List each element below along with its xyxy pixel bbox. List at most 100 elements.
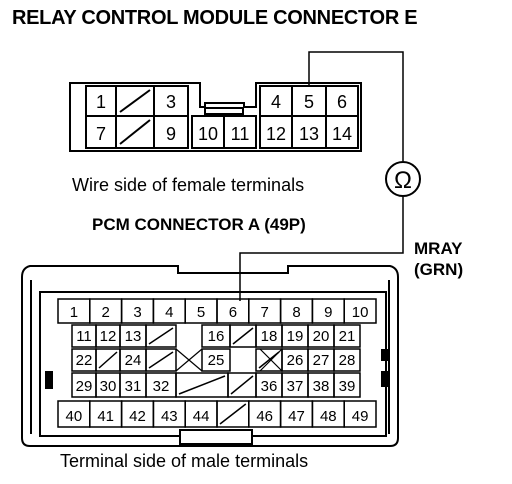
pcm-terminal-8: 8 bbox=[292, 304, 300, 321]
pcm-terminal-11: 11 bbox=[76, 328, 92, 345]
relay-terminal-3: 3 bbox=[166, 92, 176, 112]
pcm-terminal-41: 41 bbox=[97, 408, 114, 425]
pcm-terminal-49: 49 bbox=[352, 408, 369, 425]
pcm-terminal-32: 32 bbox=[153, 378, 170, 395]
blank-cell-slash bbox=[148, 327, 174, 345]
pcm-cell bbox=[333, 324, 361, 348]
blank-region-cross bbox=[175, 348, 203, 372]
pcm-terminal-26: 26 bbox=[287, 352, 304, 369]
pcm-cell bbox=[343, 298, 377, 324]
pcm-terminal-29: 29 bbox=[76, 378, 93, 395]
blank-region-cross bbox=[259, 348, 283, 372]
relay-terminal-9: 9 bbox=[166, 124, 176, 144]
pcm-terminal-20: 20 bbox=[313, 328, 330, 345]
pcm-terminal-31: 31 bbox=[125, 378, 142, 395]
pcm-cell bbox=[333, 348, 361, 372]
relay-connector-caption: Wire side of female terminals bbox=[72, 175, 305, 195]
ohmmeter-icon bbox=[385, 161, 421, 197]
relay-connector-cells bbox=[85, 85, 359, 149]
relay-terminal-14: 14 bbox=[332, 124, 352, 144]
wire-color-label: (GRN) bbox=[414, 260, 464, 279]
pcm-terminal-47: 47 bbox=[288, 408, 305, 425]
relay-latch bbox=[204, 107, 244, 115]
relay-terminal-4: 4 bbox=[271, 92, 281, 112]
relay-cell bbox=[153, 115, 189, 149]
pcm-terminal-43: 43 bbox=[161, 408, 178, 425]
relay-terminal-5: 5 bbox=[304, 92, 314, 112]
relay-cell bbox=[223, 115, 257, 149]
pcm-side-notch-left bbox=[45, 371, 53, 389]
pcm-connector-a bbox=[21, 265, 399, 447]
blank-cell-slash bbox=[98, 351, 118, 369]
pcm-terminal-42: 42 bbox=[129, 408, 146, 425]
pcm-cell bbox=[343, 400, 377, 428]
ohm-symbol: Ω bbox=[394, 167, 412, 194]
pcm-cell-blank bbox=[145, 348, 177, 372]
pcm-connector-caption: Terminal side of male terminals bbox=[60, 451, 309, 471]
pcm-terminal-1: 1 bbox=[70, 304, 78, 321]
pcm-terminal-18: 18 bbox=[261, 328, 278, 345]
relay-terminal-10: 10 bbox=[198, 124, 218, 144]
probe-lead-terminal-5 bbox=[308, 51, 404, 161]
wire-signal-label: MRAY bbox=[414, 239, 463, 258]
relay-cell bbox=[325, 115, 359, 149]
pcm-terminal-3: 3 bbox=[133, 304, 141, 321]
pcm-terminal-5: 5 bbox=[197, 304, 205, 321]
pcm-side-notch-right bbox=[381, 349, 388, 361]
blank-cell-slash bbox=[178, 375, 226, 395]
pcm-terminal-21: 21 bbox=[339, 328, 356, 345]
pcm-terminal-10: 10 bbox=[352, 304, 369, 321]
pcm-cell-blank bbox=[145, 324, 177, 348]
pcm-cell bbox=[333, 372, 361, 398]
pcm-terminal-6: 6 bbox=[229, 304, 237, 321]
pcm-terminal-4: 4 bbox=[165, 304, 173, 321]
pcm-terminal-2: 2 bbox=[102, 304, 110, 321]
pcm-terminal-48: 48 bbox=[320, 408, 337, 425]
ohmmeter: Ω bbox=[385, 161, 421, 197]
pcm-terminal-40: 40 bbox=[66, 408, 83, 425]
pcm-terminal-36: 36 bbox=[261, 378, 278, 395]
pcm-terminal-24: 24 bbox=[125, 352, 142, 369]
pcm-terminal-44: 44 bbox=[193, 408, 210, 425]
relay-connector-title: RELAY CONTROL MODULE CONNECTOR E bbox=[12, 7, 418, 29]
pcm-terminal-27: 27 bbox=[313, 352, 330, 369]
relay-row-1-labels: 1 3 4 5 6 bbox=[96, 92, 347, 112]
relay-terminal-11: 11 bbox=[231, 124, 250, 144]
relay-terminal-13: 13 bbox=[299, 124, 319, 144]
relay-terminal-1: 1 bbox=[96, 92, 106, 112]
blank-cell-slash bbox=[230, 375, 254, 395]
test-leads bbox=[239, 51, 404, 301]
relay-terminal-12: 12 bbox=[266, 124, 286, 144]
pcm-connector-outer-shell bbox=[21, 265, 399, 447]
blank-cell-slash bbox=[219, 403, 247, 425]
pcm-terminal-46: 46 bbox=[256, 408, 273, 425]
blank-cell-slash bbox=[148, 351, 174, 369]
pcm-connector-inner-shell bbox=[39, 291, 387, 437]
pcm-terminal-39: 39 bbox=[339, 378, 356, 395]
pcm-terminal-30: 30 bbox=[100, 378, 117, 395]
pcm-terminal-38: 38 bbox=[313, 378, 330, 395]
pcm-cell bbox=[201, 348, 231, 372]
pcm-terminal-37: 37 bbox=[287, 378, 304, 395]
pcm-terminal-19: 19 bbox=[287, 328, 304, 345]
pcm-connector-title: PCM CONNECTOR A (49P) bbox=[92, 215, 306, 234]
relay-terminal-6: 6 bbox=[337, 92, 347, 112]
pcm-terminal-25: 25 bbox=[208, 352, 225, 369]
blank-cell-slash bbox=[232, 327, 254, 345]
probe-lead-pcm-6 bbox=[239, 197, 404, 301]
pcm-side-notch-right-lower bbox=[381, 371, 388, 387]
pcm-terminal-7: 7 bbox=[261, 304, 269, 321]
relay-row-2-labels: 7 9 10 11 12 13 14 bbox=[96, 124, 352, 144]
pcm-terminal-22: 22 bbox=[76, 352, 93, 369]
pcm-terminal-9: 9 bbox=[324, 304, 332, 321]
blank-cell-slash bbox=[119, 119, 151, 145]
pcm-terminal-28: 28 bbox=[339, 352, 356, 369]
pcm-terminal-16: 16 bbox=[208, 328, 225, 345]
relay-terminal-7: 7 bbox=[96, 124, 106, 144]
pcm-terminal-12: 12 bbox=[100, 328, 117, 345]
pcm-locking-tab bbox=[179, 429, 253, 445]
pcm-terminal-13: 13 bbox=[125, 328, 142, 345]
blank-cell-slash bbox=[119, 89, 151, 113]
